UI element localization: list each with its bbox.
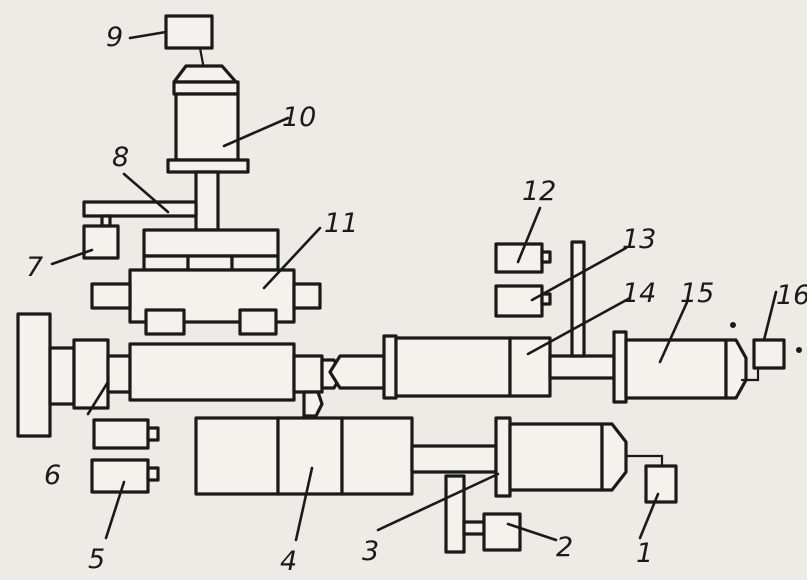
label-3: 3 [362, 536, 379, 567]
spindle-6 [48, 338, 344, 418]
label-1: 1 [636, 538, 653, 569]
cylinder-15 [612, 330, 748, 404]
drive-motor-10 [166, 64, 250, 174]
label-10: 10 [282, 102, 316, 133]
arm-8 [82, 200, 198, 218]
label-8: 8 [112, 142, 129, 173]
label-16: 16 [776, 280, 807, 311]
leader-lines [50, 30, 778, 542]
block-1 [644, 464, 678, 504]
lever-3 [444, 474, 486, 554]
label-11: 11 [324, 208, 358, 239]
block-9 [164, 14, 214, 66]
block-12 [494, 242, 552, 318]
vertical-shaft [194, 170, 220, 232]
lower-shaft-3 [410, 416, 664, 498]
label-4: 4 [280, 546, 297, 577]
sensor-16 [730, 322, 802, 382]
housing-4 [194, 416, 414, 496]
block-2 [482, 512, 522, 552]
cylinder-14 [382, 334, 552, 400]
center-point [328, 354, 386, 390]
label-15: 15 [680, 278, 714, 309]
block-7 [82, 214, 120, 260]
label-7: 7 [26, 252, 43, 283]
label-14: 14 [622, 278, 656, 309]
label-5: 5 [88, 544, 105, 575]
block-5 [90, 418, 160, 494]
rod-and-lever-13 [548, 240, 616, 380]
label-2: 2 [556, 532, 573, 563]
carriage-11 [90, 228, 322, 336]
label-6: 6 [44, 460, 61, 491]
label-9: 9 [106, 22, 123, 53]
label-13: 13 [622, 224, 656, 255]
label-12: 12 [522, 176, 556, 207]
faceplate [16, 312, 52, 438]
